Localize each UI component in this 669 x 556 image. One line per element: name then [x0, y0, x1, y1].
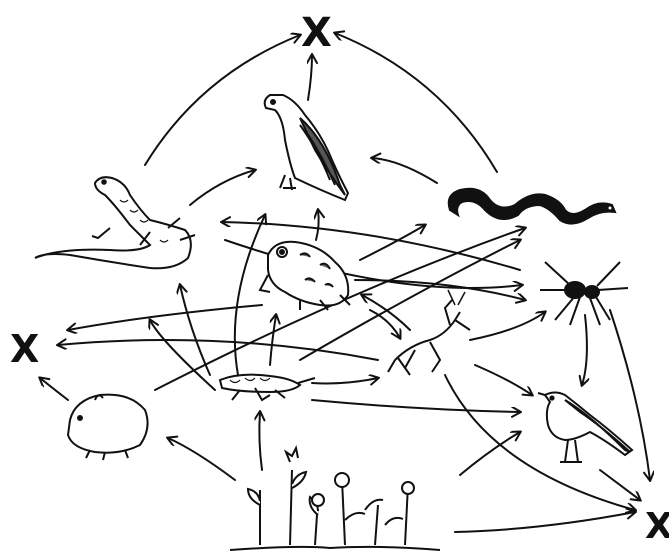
snake-icon [449, 189, 615, 224]
arrow-bird-to-right-x [600, 470, 640, 500]
arrow-grasshopper-to-bird [312, 400, 520, 412]
arrow-spider-to-right-x [610, 310, 650, 480]
arrow-frog-to-hawk [316, 210, 319, 240]
x-label-left: X [10, 327, 39, 371]
rodent-icon [68, 395, 148, 460]
arrow-snake-to-top-x [335, 33, 497, 172]
arrow-snake-to-hawk [372, 158, 437, 183]
frog-icon [260, 242, 350, 310]
arrow-lizard-to-hawk [190, 170, 255, 205]
arrow-frog-to-mantis [370, 310, 400, 338]
arrow-hawk-to-top-x [308, 55, 312, 100]
arrow-grasshopper-to-frog [270, 315, 276, 365]
arrow-mantis-to-frog [362, 295, 410, 330]
arrow-spider-to-bird [582, 315, 587, 385]
arrow-frog-to-spider [355, 280, 525, 300]
x-label-top: X [301, 10, 332, 56]
arrow-plants-to-rodent [168, 438, 235, 480]
spider-icon [540, 262, 628, 325]
arrow-rodent-to-snake [155, 228, 525, 390]
arrow-grasshopper-to-mantis [312, 378, 378, 383]
arrow-mantis-to-spider [470, 312, 545, 340]
arrow-rodent-to-left-x [40, 378, 68, 400]
x-label-right: X [645, 506, 669, 547]
arrow-grasshopper-to-lizard [235, 215, 265, 375]
arrow-frog-to-snake [360, 225, 425, 260]
arrow-grasshopper-to-rodent-left [150, 320, 215, 390]
arrow-plants-to-grasshopper [259, 412, 262, 470]
lizard-icon [35, 177, 195, 268]
arrow-mantis-to-bird [475, 365, 532, 395]
arrow-plants-to-right-x [455, 512, 635, 532]
hawk-icon [265, 95, 348, 200]
grasshopper-icon [220, 375, 315, 400]
bird-icon [538, 393, 632, 463]
arrow-frog-to-left-x [68, 305, 262, 330]
